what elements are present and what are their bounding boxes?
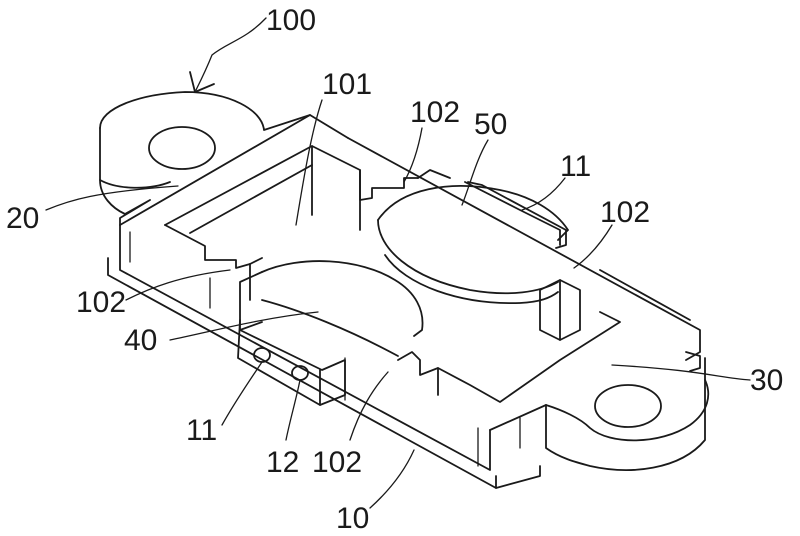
left-lug [99, 91, 311, 226]
right-lug [545, 357, 710, 471]
label-50: 50 [474, 108, 507, 141]
label-11-top: 11 [560, 150, 591, 183]
base-plate [107, 257, 701, 489]
leader-101 [295, 99, 323, 226]
label-101: 101 [322, 68, 372, 101]
leader-102-left [125, 269, 231, 301]
frame-body [119, 114, 701, 471]
label-102-left: 102 [76, 286, 126, 319]
label-100: 100 [266, 4, 316, 37]
leader-11-top [521, 177, 566, 211]
inner-cavity [164, 145, 621, 403]
label-102-right: 102 [600, 196, 650, 229]
slot-block-right [539, 279, 581, 341]
half-disk-40 [239, 260, 424, 357]
reference-labels: 100 101 102 50 11 102 20 102 40 30 11 12… [6, 4, 783, 535]
leader-12 [285, 379, 301, 441]
leader-100 [195, 17, 267, 91]
label-40: 40 [124, 324, 157, 357]
inner-ledge [249, 169, 451, 265]
label-10: 10 [336, 502, 369, 535]
leader-11-bottom [221, 361, 263, 426]
leader-102-bottom [349, 371, 389, 441]
arrow-100 [189, 71, 215, 93]
leader-20 [45, 185, 179, 211]
leader-40 [169, 311, 319, 341]
leader-30 [611, 364, 751, 381]
left-mounting-hole [148, 126, 216, 170]
label-11-bottom: 11 [186, 414, 217, 447]
leader-10 [369, 449, 415, 509]
label-102-top: 102 [410, 96, 460, 129]
tab-top-right [467, 181, 567, 249]
leader-102-right [573, 224, 613, 269]
half-disk-50 [377, 181, 569, 304]
label-20: 20 [6, 202, 39, 235]
right-mounting-hole [594, 384, 662, 428]
leader-50 [461, 139, 489, 206]
label-102-bottom: 102 [312, 446, 362, 479]
leader-lines [45, 17, 751, 509]
label-30: 30 [750, 364, 783, 397]
leader-102-top [403, 127, 423, 183]
label-12: 12 [266, 446, 299, 479]
